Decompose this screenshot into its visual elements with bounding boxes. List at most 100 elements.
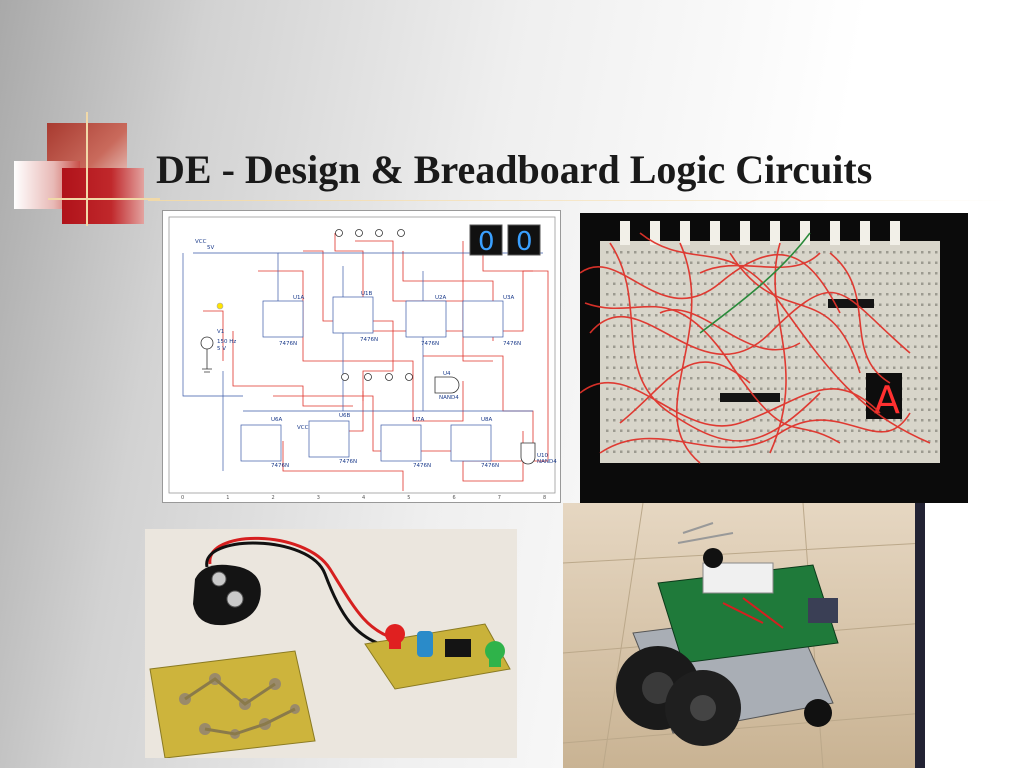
- breadboard-hole: [718, 419, 721, 422]
- breadboard-hole: [613, 450, 616, 453]
- breadboard-hole: [746, 293, 749, 296]
- breadboard-hole: [921, 314, 924, 317]
- breadboard-hole: [725, 335, 728, 338]
- display-digit-1: 0: [478, 227, 495, 257]
- breadboard-hole: [816, 293, 819, 296]
- breadboard-hole: [683, 272, 686, 275]
- breadboard-hole: [865, 272, 868, 275]
- breadboard-hole: [620, 314, 623, 317]
- breadboard-hole: [669, 272, 672, 275]
- breadboard-hole: [914, 450, 917, 453]
- breadboard-hole: [613, 377, 616, 380]
- breadboard-hole: [935, 398, 938, 401]
- breadboard-hole: [641, 261, 644, 264]
- breadboard-hole: [795, 429, 798, 432]
- breadboard-hole: [823, 272, 826, 275]
- breadboard-hole: [879, 419, 882, 422]
- breadboard-hole: [921, 440, 924, 443]
- breadboard-hole: [697, 303, 700, 306]
- breadboard-hole: [921, 303, 924, 306]
- border-number: 4: [362, 495, 365, 501]
- breadboard-hole: [802, 366, 805, 369]
- breadboard-hole: [704, 356, 707, 359]
- display-digit-2: 0: [516, 227, 533, 257]
- breadboard-hole: [809, 324, 812, 327]
- breadboard-hole: [844, 314, 847, 317]
- breadboard-hole: [690, 272, 693, 275]
- breadboard-hole: [900, 450, 903, 453]
- breadboard-hole: [795, 450, 798, 453]
- breadboard-hole: [781, 440, 784, 443]
- breadboard-hole: [900, 345, 903, 348]
- breadboard-hole: [872, 345, 875, 348]
- probe-lamp: [216, 302, 224, 310]
- breadboard-hole: [795, 272, 798, 275]
- breadboard-hole: [872, 282, 875, 285]
- breadboard-hole: [935, 429, 938, 432]
- breadboard-hole: [655, 272, 658, 275]
- breadboard-hole: [781, 251, 784, 254]
- breadboard-hole: [676, 366, 679, 369]
- breadboard-hole: [739, 366, 742, 369]
- breadboard-hole: [809, 251, 812, 254]
- breadboard-hole: [606, 282, 609, 285]
- breadboard-hole: [935, 335, 938, 338]
- breadboard-hole: [802, 345, 805, 348]
- breadboard-hole: [641, 335, 644, 338]
- breadboard-hole: [753, 366, 756, 369]
- breadboard-hole: [928, 261, 931, 264]
- breadboard-hole: [662, 282, 665, 285]
- deco-square-red: [62, 168, 144, 224]
- breadboard-hole: [662, 419, 665, 422]
- breadboard-hole: [893, 261, 896, 264]
- breadboard-hole: [767, 272, 770, 275]
- breadboard-hole: [732, 408, 735, 411]
- breadboard-hole: [935, 450, 938, 453]
- breadboard-hole: [767, 387, 770, 390]
- breadboard-hole: [816, 314, 819, 317]
- breadboard-hole: [858, 377, 861, 380]
- breadboard-hole: [795, 261, 798, 264]
- breadboard-hole: [809, 261, 812, 264]
- breadboard-hole: [788, 272, 791, 275]
- breadboard-hole: [606, 356, 609, 359]
- breadboard-hole: [690, 261, 693, 264]
- breadboard-hole: [634, 398, 637, 401]
- breadboard-hole: [718, 324, 721, 327]
- breadboard-hole: [907, 261, 910, 264]
- breadboard-hole: [774, 366, 777, 369]
- breadboard-hole: [669, 419, 672, 422]
- breadboard-hole: [865, 356, 868, 359]
- source-freq: 150 Hz: [217, 339, 236, 345]
- breadboard-hole: [830, 293, 833, 296]
- breadboard-hole: [865, 324, 868, 327]
- breadboard-hole: [886, 251, 889, 254]
- breadboard-hole: [851, 324, 854, 327]
- breadboard-hole: [795, 345, 798, 348]
- breadboard-drawing: A: [580, 213, 968, 503]
- breadboard-hole: [837, 282, 840, 285]
- breadboard-hole: [935, 251, 938, 254]
- breadboard-hole: [802, 314, 805, 317]
- breadboard-hole: [655, 324, 658, 327]
- breadboard-hole: [767, 261, 770, 264]
- breadboard-hole: [872, 314, 875, 317]
- breadboard-hole: [928, 293, 931, 296]
- breadboard-hole: [634, 303, 637, 306]
- breadboard-hole: [823, 293, 826, 296]
- breadboard-hole: [788, 450, 791, 453]
- breadboard-hole: [781, 282, 784, 285]
- breadboard-hole: [648, 324, 651, 327]
- breadboard-hole: [851, 335, 854, 338]
- breadboard-hole: [655, 440, 658, 443]
- breadboard-hole: [907, 324, 910, 327]
- breadboard-hole: [662, 272, 665, 275]
- breadboard-hole: [704, 272, 707, 275]
- breadboard-hole: [746, 429, 749, 432]
- breadboard-hole: [914, 261, 917, 264]
- breadboard-hole: [662, 366, 665, 369]
- breadboard-hole: [669, 345, 672, 348]
- breadboard-hole: [620, 450, 623, 453]
- breadboard-hole: [760, 251, 763, 254]
- breadboard-hole: [676, 314, 679, 317]
